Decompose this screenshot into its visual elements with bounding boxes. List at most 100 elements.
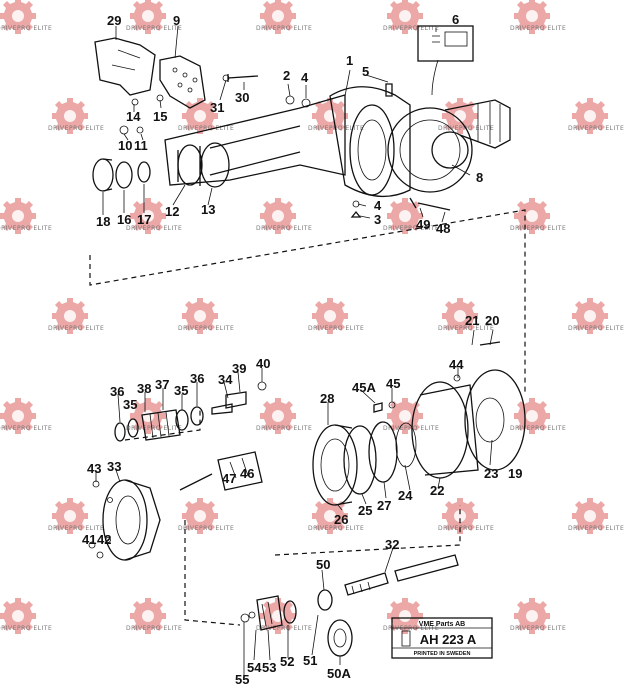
dash-connector-left: [184, 520, 241, 626]
part-label-20: 20: [485, 313, 499, 328]
wheel-hub-drum: [411, 341, 526, 479]
watermark-gear: DRIVEPRO ELITE: [510, 0, 566, 34]
watermark-gear: DRIVEPRO ELITE: [308, 498, 364, 534]
watermark-gear: DRIVEPRO ELITE: [510, 598, 566, 634]
part-label-10: 10: [118, 138, 132, 153]
watermark-gear: DRIVEPRO ELITE: [0, 0, 52, 34]
watermark-gear: DRIVEPRO ELITE: [0, 198, 52, 234]
watermark-text: DRIVEPRO ELITE: [126, 625, 182, 632]
watermark-gear: DRIVEPRO ELITE: [178, 498, 234, 534]
part-label-12: 12: [165, 204, 179, 219]
watermark-text: DRIVEPRO ELITE: [568, 525, 624, 532]
part-label-52: 52: [280, 654, 294, 669]
part-label-19: 19: [508, 466, 522, 481]
watermark-gear: DRIVEPRO ELITE: [438, 498, 494, 534]
part-label-31: 31: [210, 100, 224, 115]
part-label-48: 48: [436, 221, 450, 236]
part-label-11: 11: [134, 138, 148, 153]
watermark-gear: DRIVEPRO ELITE: [48, 298, 104, 334]
part-label-22: 22: [430, 483, 444, 498]
dash-connector-shaft: [124, 410, 201, 441]
watermark-text: DRIVEPRO ELITE: [48, 525, 104, 532]
watermark-gear: DRIVEPRO ELITE: [126, 0, 182, 34]
part-label-35: 35: [123, 397, 137, 412]
watermark-gear: DRIVEPRO ELITE: [48, 498, 104, 534]
watermark-gear: DRIVEPRO ELITE: [0, 398, 52, 434]
axle-housing: [164, 86, 511, 198]
part-label-43: 43: [87, 461, 101, 476]
kit-box-47-46: [179, 451, 263, 491]
watermark-gear: DRIVEPRO ELITE: [383, 198, 439, 234]
part-label-36: 36: [190, 371, 204, 386]
part-label-40: 40: [256, 356, 270, 371]
part-label-2: 2: [283, 68, 290, 83]
part-label-24: 24: [398, 488, 413, 503]
drive-shaft-32: [344, 554, 459, 596]
dash-connector-bottom: [274, 505, 461, 556]
watermark-text: DRIVEPRO ELITE: [178, 325, 234, 332]
part-label-50: 50: [316, 557, 330, 572]
watermark-gear: DRIVEPRO ELITE: [510, 398, 566, 434]
watermark-gear: DRIVEPRO ELITE: [510, 198, 566, 234]
watermark-gear: DRIVEPRO ELITE: [0, 598, 52, 634]
part-label-44: 44: [449, 357, 464, 372]
wheel-hub-flange-33: [88, 479, 161, 561]
part-label-21: 21: [465, 313, 479, 328]
part-label-5: 5: [362, 64, 369, 79]
watermark-gear: DRIVEPRO ELITE: [383, 398, 439, 434]
watermark-gear: DRIVEPRO ELITE: [256, 0, 312, 34]
watermark-text: DRIVEPRO ELITE: [256, 225, 312, 232]
planetary-gear-assembly: [312, 401, 417, 506]
watermark-text: DRIVEPRO ELITE: [126, 25, 182, 32]
watermark-text: DRIVEPRO ELITE: [383, 425, 439, 432]
watermark-text: DRIVEPRO ELITE: [0, 225, 52, 232]
watermark-text: DRIVEPRO ELITE: [383, 625, 439, 632]
watermark-text: DRIVEPRO ELITE: [256, 425, 312, 432]
part-label-41: 41: [82, 532, 96, 547]
part-label-3: 3: [374, 212, 381, 227]
watermark-text: DRIVEPRO ELITE: [438, 325, 494, 332]
watermark-text: DRIVEPRO ELITE: [308, 525, 364, 532]
sensor-box-6: [417, 25, 474, 96]
sun-gear-set-bottom: [240, 589, 353, 657]
part-label-35: 35: [174, 383, 188, 398]
watermark-gear: DRIVEPRO ELITE: [568, 298, 624, 334]
watermark-text: DRIVEPRO ELITE: [568, 125, 624, 132]
part-label-55: 55: [235, 672, 249, 687]
watermark-text: DRIVEPRO ELITE: [256, 625, 312, 632]
watermark-text: DRIVEPRO ELITE: [0, 625, 52, 632]
watermark-gear: DRIVEPRO ELITE: [256, 598, 312, 634]
watermark-gear: DRIVEPRO ELITE: [256, 398, 312, 434]
watermark-layer: DRIVEPRO ELITE DRIVEPRO ELITE DRIVEPRO ELI…: [0, 0, 624, 634]
watermark-text: DRIVEPRO ELITE: [510, 225, 566, 232]
leader-lines: [95, 25, 494, 675]
part-label-36: 36: [110, 384, 124, 399]
plate-title: VME Parts AB: [419, 621, 465, 628]
bracket-29-9: [94, 37, 206, 109]
bearing-rings-left: [92, 158, 151, 192]
watermark-text: DRIVEPRO ELITE: [383, 225, 439, 232]
part-label-25: 25: [358, 503, 372, 518]
part-label-34: 34: [218, 372, 233, 387]
part-label-1: 1: [346, 53, 353, 68]
watermark-text: DRIVEPRO ELITE: [256, 25, 312, 32]
watermark-text: DRIVEPRO ELITE: [48, 125, 104, 132]
part-label-45A: 45A: [352, 380, 376, 395]
watermark-gear: DRIVEPRO ELITE: [126, 598, 182, 634]
part-label-28: 28: [320, 391, 334, 406]
part-label-37: 37: [155, 377, 169, 392]
part-label-23: 23: [484, 466, 498, 481]
watermark-gear: DRIVEPRO ELITE: [256, 198, 312, 234]
part-label-4: 4: [374, 198, 382, 213]
watermark-gear: DRIVEPRO ELITE: [438, 298, 494, 334]
watermark-text: DRIVEPRO ELITE: [126, 225, 182, 232]
part-label-18: 18: [96, 214, 110, 229]
watermark-text: DRIVEPRO ELITE: [308, 325, 364, 332]
watermark-gear: DRIVEPRO ELITE: [568, 498, 624, 534]
part-label-47: 47: [222, 471, 236, 486]
part-label-38: 38: [137, 381, 151, 396]
part-label-46: 46: [240, 466, 254, 481]
part-label-30: 30: [235, 90, 249, 105]
part-label-13: 13: [201, 202, 215, 217]
